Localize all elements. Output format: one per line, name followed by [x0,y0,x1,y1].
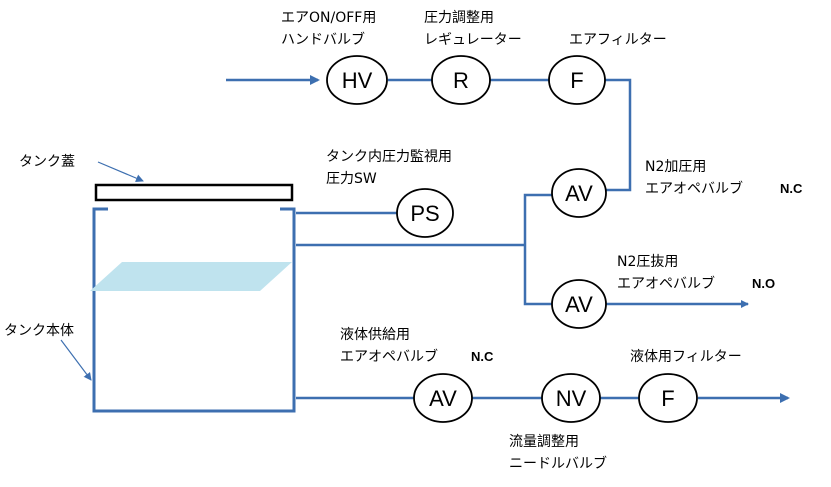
pipe-branch-lower [523,245,552,306]
needle-valve[interactable]: NV [541,373,601,423]
av-n2-pressurize[interactable]: AV [551,168,607,218]
n2-pressurize-caption-2: エアオペバルブ [645,180,743,197]
nv-caption-1: 流量調整用 [509,434,579,450]
av-n2-pressurize-label: AV [565,181,593,206]
tank-body [92,207,296,413]
hv-caption-1: エアON/OFF用 [281,10,376,26]
needle-valve-label: NV [556,386,587,411]
hv-valve-label: HV [342,68,373,93]
tank-liquid [90,262,292,291]
liquid-supply-state: N.C [471,349,494,364]
liquid-filter-caption: 液体用フィルター [630,349,742,365]
n2-release-caption-1: N2圧抜用 [617,254,678,270]
n2-release-caption-2: エアオペバルブ [617,275,715,292]
regulator[interactable]: R [431,55,491,105]
tank-lid [94,183,294,202]
pressure-switch-label: PS [410,201,439,226]
hv-valve[interactable]: HV [326,55,388,105]
liquid-filter-label: F [661,386,674,411]
tank-lid-caption: タンク蓋 [19,154,75,170]
regulator-caption-1: 圧力調整用 [424,10,494,26]
pipe-branch-upper [523,193,552,245]
ps-caption-1: タンク内圧力監視用 [326,148,452,165]
body-callout-arrow [60,339,92,381]
tank-body-caption: タンク本体 [4,323,74,339]
n2-release-state: N.O [752,276,775,291]
av-liquid-supply-label: AV [429,386,457,411]
air-filter-caption: エアフィルター [569,32,667,48]
liquid-supply-caption-2: エアオペバルブ [340,348,438,365]
pipe-f-to-n2-av [604,78,632,192]
ps-caption-2: 圧力SW [326,171,377,187]
hv-caption-2: ハンドバルブ [281,31,365,48]
n2-pressurize-caption-1: N2加圧用 [645,159,706,175]
air-filter-label: F [570,68,583,93]
nv-caption-2: ニードルバルブ [509,455,607,472]
regulator-label: R [453,68,469,93]
liquid-filter[interactable]: F [638,373,698,423]
lid-callout-arrow [97,161,144,182]
liquid-supply-caption-1: 液体供給用 [340,327,410,343]
air-filter[interactable]: F [548,55,606,105]
n2-pressurize-state: N.C [780,181,803,196]
regulator-caption-2: レギュレーター [424,32,522,48]
av-n2-release-label: AV [565,292,593,317]
pressure-switch[interactable]: PS [396,188,454,238]
av-n2-release[interactable]: AV [551,279,607,329]
av-liquid-supply[interactable]: AV [413,373,473,423]
